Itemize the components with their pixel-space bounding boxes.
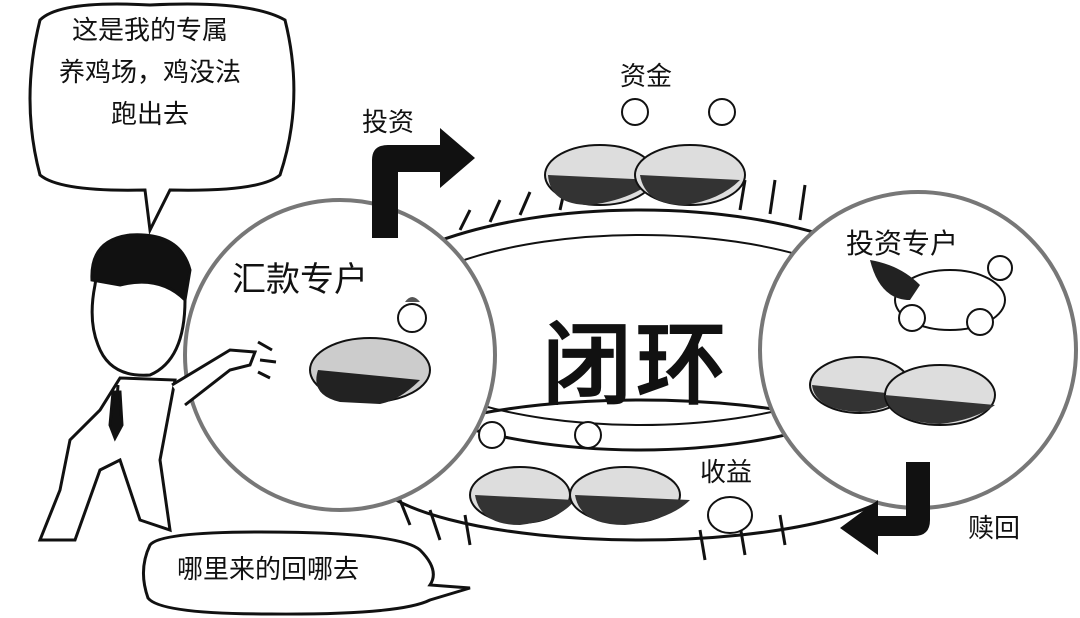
invest-label: 投资 bbox=[362, 108, 415, 138]
speech-line-3: 跑出去 bbox=[110, 100, 189, 130]
redeem-label: 赎回 bbox=[968, 514, 1021, 544]
chickens-returns bbox=[469, 421, 753, 534]
invest-arrow-icon bbox=[372, 128, 475, 238]
invest-account-label: 投资专户 bbox=[846, 227, 959, 260]
man-figure bbox=[37, 233, 277, 542]
fence-posts-bottom bbox=[398, 499, 787, 561]
hen-left-circle bbox=[309, 297, 431, 404]
redeem-arrow-icon bbox=[840, 462, 930, 555]
fence-posts-top bbox=[458, 179, 807, 231]
closed-loop-title: 闭环 bbox=[542, 313, 730, 418]
speech-line-2: 养鸡场，鸡没法 bbox=[58, 58, 241, 88]
speech-bubble-top bbox=[28, 2, 296, 236]
chickens-invest-circle bbox=[809, 255, 1013, 426]
returns-label: 收益 bbox=[700, 458, 753, 488]
speech-bubble-bottom-text: 哪里来的回哪去 bbox=[176, 555, 359, 585]
speech-bubble-top-text: 这是我的专属 养鸡场，鸡没法 跑出去 bbox=[40, 10, 260, 136]
remit-account-label: 汇款专户 bbox=[232, 260, 368, 300]
speech-bubble-bottom bbox=[142, 530, 471, 616]
funds-label: 资金 bbox=[620, 62, 673, 92]
chickens-funds bbox=[544, 98, 746, 206]
speech-line-1: 这是我的专属 bbox=[71, 16, 228, 46]
